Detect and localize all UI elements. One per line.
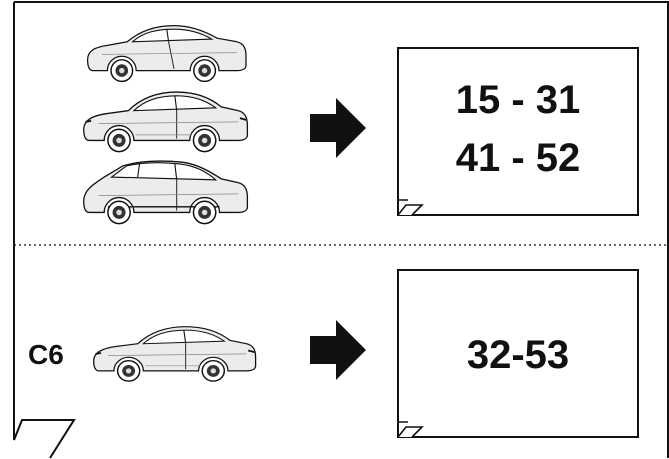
hatchback-car xyxy=(82,160,249,225)
sedan-car xyxy=(82,91,249,153)
range-box-top: 15 - 31 41 - 52 xyxy=(397,47,639,216)
range-line-1: 15 - 31 xyxy=(456,78,581,122)
range-box-bottom: 32-53 xyxy=(397,269,639,438)
model-label: C6 xyxy=(28,339,64,370)
bottom-section: C6 32-53 xyxy=(28,269,639,438)
arrow-right-icon-2 xyxy=(310,320,366,380)
arrow-right-icon xyxy=(310,98,366,158)
c6-sedan-car xyxy=(92,325,257,383)
range-bottom: 32-53 xyxy=(467,333,569,377)
range-line-2: 41 - 52 xyxy=(456,136,581,180)
outer-frame xyxy=(13,1,669,459)
top-section: 15 - 31 41 - 52 xyxy=(82,24,639,225)
coupe-car xyxy=(86,24,247,83)
